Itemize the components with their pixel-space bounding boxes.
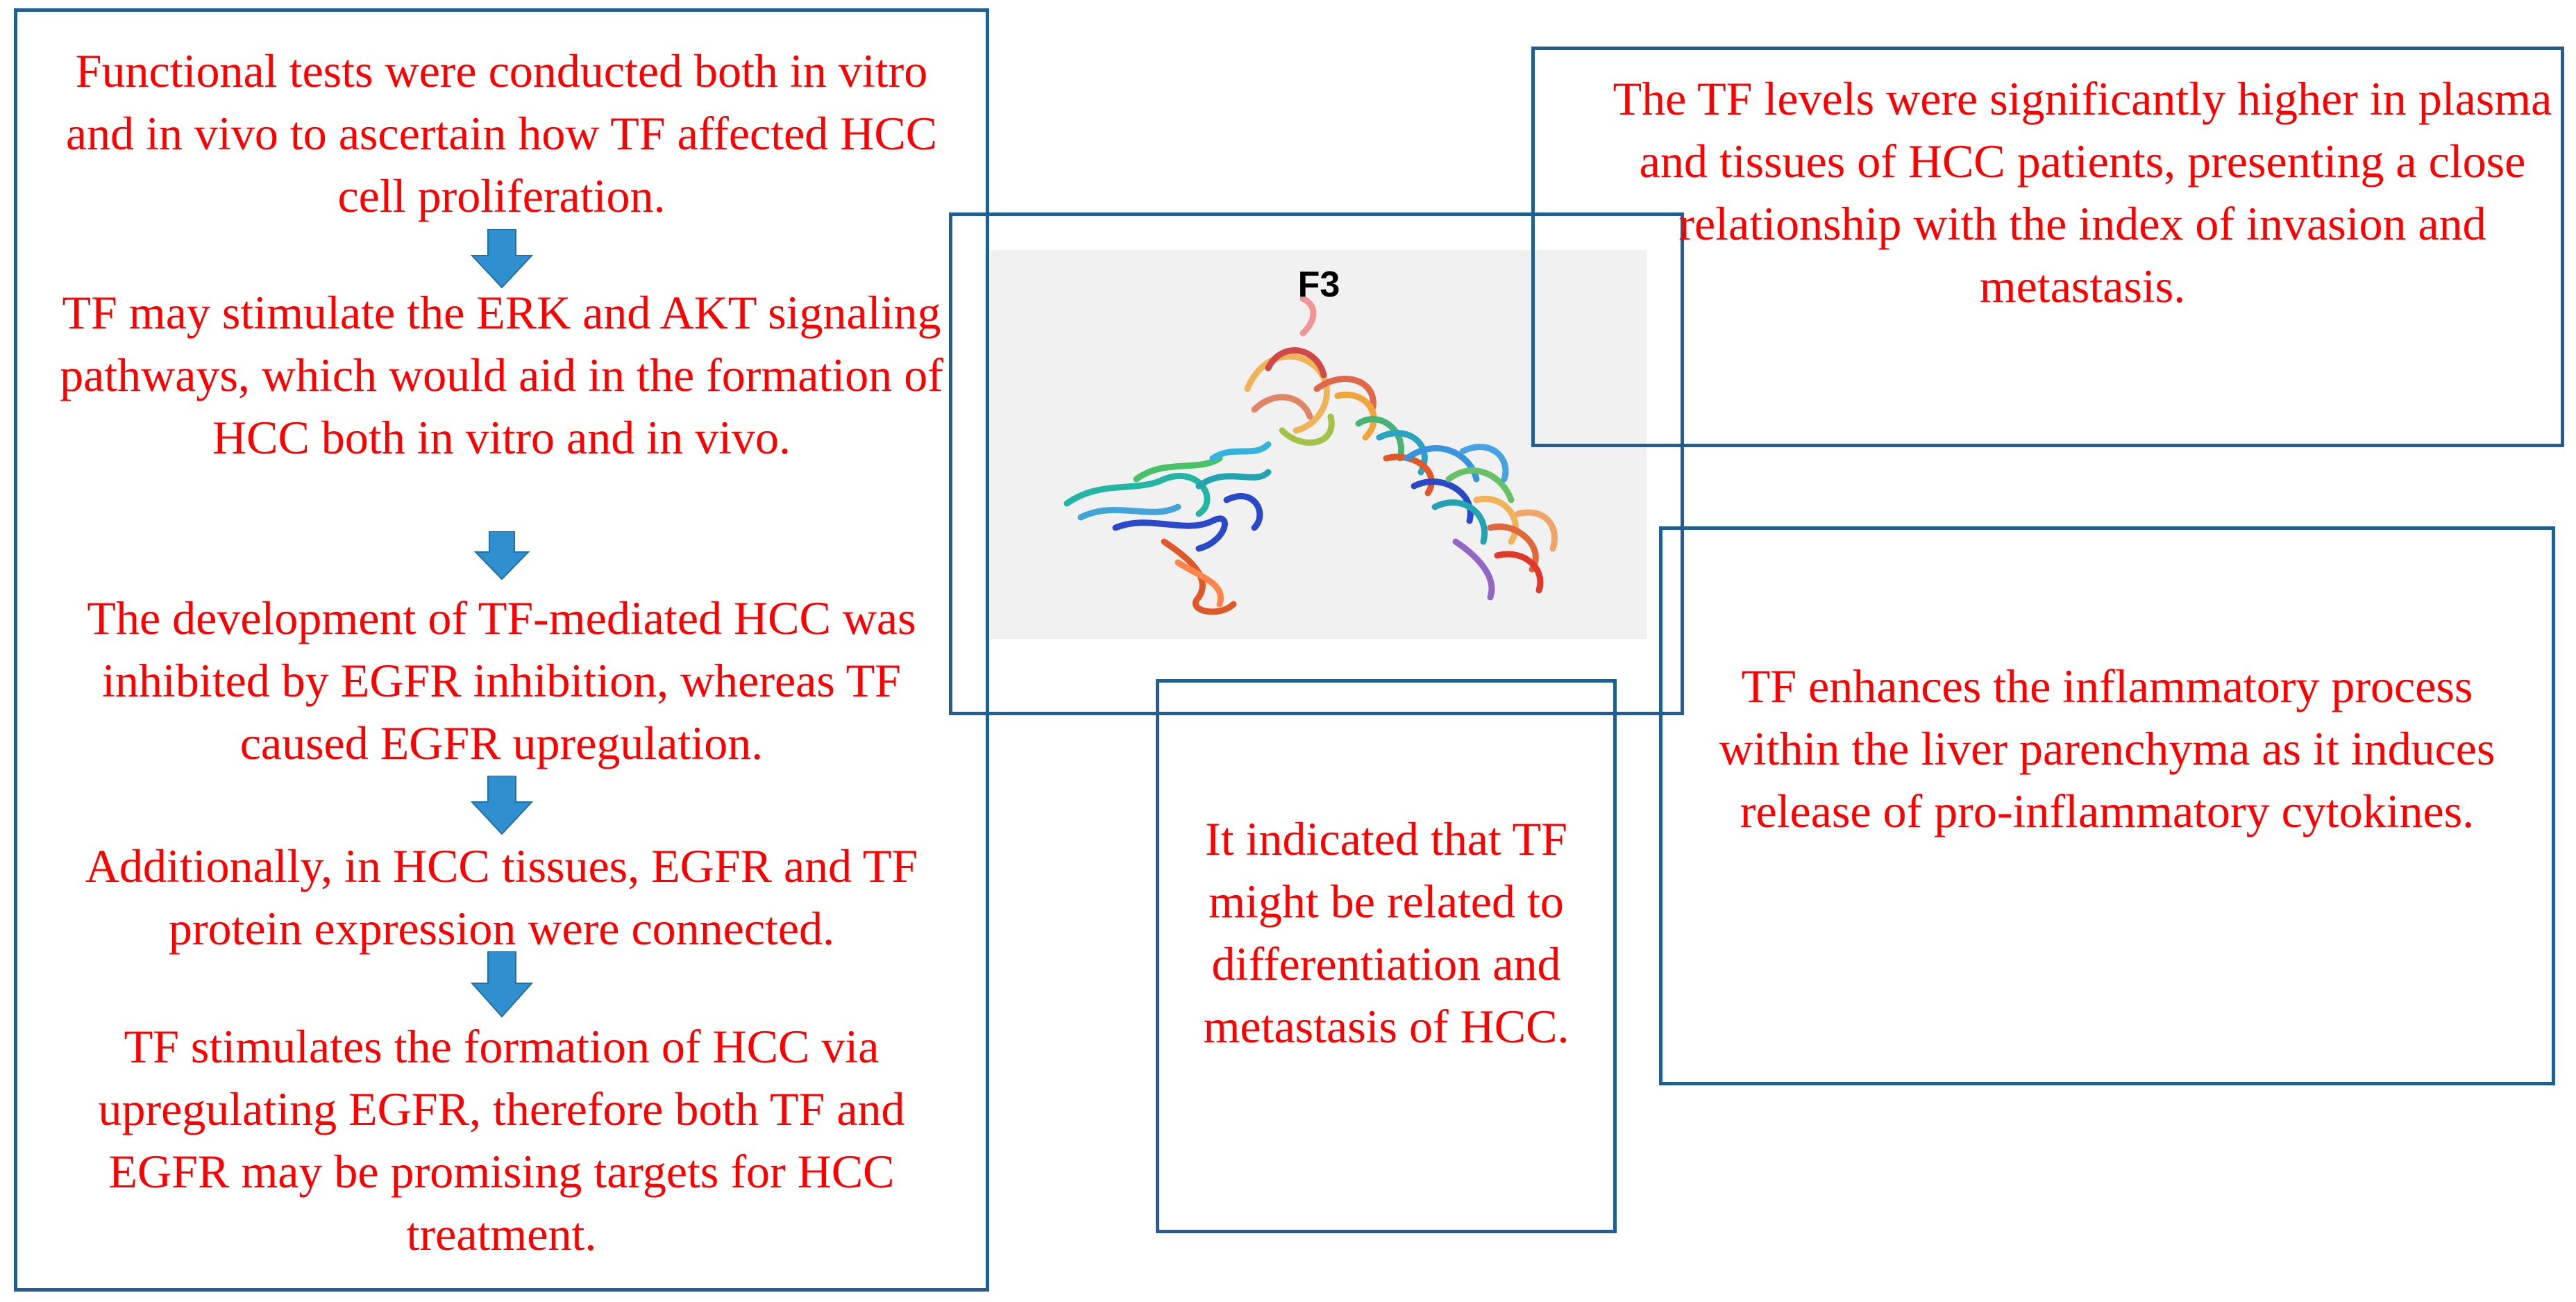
flow-step-3: The development of TF-mediated HCC was i… (17, 587, 986, 774)
flow-step-4-text: Additionally, in HCC tissues, EGFR and T… (85, 840, 918, 955)
figure-box (949, 212, 1684, 715)
down-arrow-icon (470, 776, 533, 835)
down-arrow-icon (470, 229, 533, 288)
differentiation-box: It indicated that TF might be related to… (1156, 679, 1617, 1233)
inflammation-box: TF enhances the inflammatory process wit… (1659, 526, 2555, 1085)
flow-step-2: TF may stimulate the ERK and AKT signali… (17, 281, 986, 469)
inflammation-text: TF enhances the inflammatory process wit… (1719, 660, 2495, 837)
plasma-levels-text: The TF levels were significantly higher … (1613, 72, 2552, 312)
flow-step-5-text: TF stimulates the formation of HCC via u… (98, 1020, 905, 1260)
down-arrow-icon (473, 531, 530, 580)
flow-step-4: Additionally, in HCC tissues, EGFR and T… (17, 835, 986, 960)
flow-step-1: Functional tests were conducted both in … (17, 40, 986, 227)
protein-structure-image (1063, 295, 1558, 615)
down-arrow-icon (470, 951, 533, 1017)
left-flow-box: Functional tests were conducted both in … (14, 8, 989, 1292)
flow-step-3-text: The development of TF-mediated HCC was i… (87, 592, 916, 769)
flow-step-2-text: TF may stimulate the ERK and AKT signali… (60, 286, 943, 464)
flow-step-1-text: Functional tests were conducted both in … (65, 44, 938, 222)
differentiation-text: It indicated that TF might be related to… (1203, 812, 1569, 1053)
figure-label: F3 (1297, 265, 1340, 305)
flow-step-5: TF stimulates the formation of HCC via u… (17, 1015, 986, 1265)
plasma-levels-box: The TF levels were significantly higher … (1531, 47, 2564, 447)
